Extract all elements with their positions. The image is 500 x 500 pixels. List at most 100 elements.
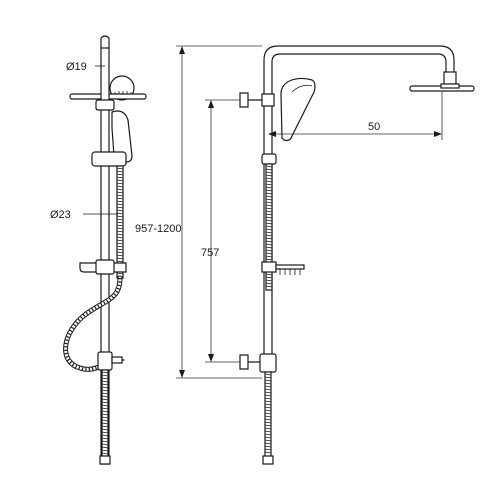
- hose-rib: [116, 179, 124, 182]
- hose-rib: [264, 412, 272, 415]
- side-diverter-knob: [111, 356, 123, 364]
- hose-rib: [265, 252, 273, 255]
- side-diverter-body: [97, 351, 113, 371]
- side-inlet-nut: [99, 455, 111, 465]
- hose-rib: [116, 185, 124, 188]
- hose-rib: [116, 215, 124, 218]
- hose-rib: [101, 449, 109, 452]
- hose-rib: [265, 174, 273, 177]
- hose-rib: [116, 206, 124, 209]
- hose-rib: [116, 212, 124, 215]
- hose-rib: [101, 437, 109, 440]
- hose-rib: [265, 228, 273, 231]
- hose-rib: [116, 209, 124, 212]
- hose-rib: [101, 434, 109, 437]
- hose-rib: [265, 213, 273, 216]
- front-arm-inner: [271, 53, 447, 357]
- hose-rib: [265, 204, 273, 207]
- front-handshower: [280, 77, 316, 142]
- label-total-height: 957-1200: [135, 223, 182, 235]
- hose-rib: [265, 225, 273, 228]
- hose-rib: [264, 409, 272, 412]
- hose-rib: [116, 233, 124, 236]
- hose-rib: [101, 380, 109, 383]
- hose-rib: [265, 165, 273, 168]
- hose-rib: [265, 195, 273, 198]
- hose-rib: [265, 255, 273, 258]
- front-arm-outer: [263, 45, 455, 357]
- side-view: Ø19 Ø23: [50, 35, 147, 465]
- hose-rib: [116, 200, 124, 203]
- hose-rib: [116, 173, 124, 176]
- hose-rib: [264, 430, 272, 433]
- hose-rib: [265, 183, 273, 186]
- front-hose-upper-ribs: [265, 165, 273, 288]
- hose-rib: [116, 242, 124, 245]
- hose-rib: [265, 285, 273, 288]
- hose-rib: [116, 227, 124, 230]
- hose-rib: [101, 395, 109, 398]
- hose-rib: [264, 397, 272, 400]
- dim-offset-arrow-left: [268, 131, 276, 137]
- front-head-connector: [443, 71, 457, 85]
- hose-rib: [265, 246, 273, 249]
- hose-rib: [101, 443, 109, 446]
- hose-rib: [265, 207, 273, 210]
- hose-rib: [265, 243, 273, 246]
- hose-rib: [101, 404, 109, 407]
- dim-valve-arrow-top: [208, 100, 214, 108]
- hose-rib: [264, 385, 272, 388]
- hose-rib: [101, 419, 109, 422]
- hose-rib: [116, 182, 124, 185]
- front-view: [239, 45, 475, 465]
- hose-rib: [265, 240, 273, 243]
- hose-rib: [264, 382, 272, 385]
- hose-rib: [101, 374, 109, 377]
- dim-total-arrow-bottom: [179, 370, 185, 378]
- hose-rib: [265, 237, 273, 240]
- hose-rib: [264, 445, 272, 448]
- hose-rib: [101, 440, 109, 443]
- front-inlet-hose-ribs: [264, 373, 272, 454]
- hose-rib: [264, 379, 272, 382]
- hose-rib: [101, 422, 109, 425]
- hose-rib: [265, 210, 273, 213]
- hose-rib: [116, 248, 124, 251]
- side-riser-top: [100, 35, 110, 49]
- dim-offset-arrow-right: [434, 131, 442, 137]
- hose-rib: [116, 197, 124, 200]
- hose-rib: [116, 203, 124, 206]
- hose-rib: [264, 448, 272, 451]
- hose-rib: [116, 224, 124, 227]
- side-hose-loop-inner: [64, 276, 122, 371]
- hose-rib: [101, 389, 109, 392]
- side-inlet-hose-ribs: [101, 371, 109, 455]
- hose-rib: [265, 171, 273, 174]
- hose-rib: [264, 373, 272, 376]
- hose-rib: [265, 201, 273, 204]
- front-lower-knob: [239, 354, 249, 370]
- hose-rib: [265, 249, 273, 252]
- hose-rib: [264, 400, 272, 403]
- hose-rib: [265, 222, 273, 225]
- hose-rib: [265, 258, 273, 261]
- hose-rib: [265, 234, 273, 237]
- hose-rib: [264, 406, 272, 409]
- hose-rib: [264, 418, 272, 421]
- hose-rib: [265, 282, 273, 285]
- dim-valve-arrow-bottom: [208, 354, 214, 362]
- hose-rib: [264, 427, 272, 430]
- hose-rib: [264, 442, 272, 445]
- front-diverter: [259, 353, 277, 373]
- hose-rib: [265, 231, 273, 234]
- front-soap-dish: [275, 264, 305, 270]
- side-hose-upper-ribs: [116, 167, 124, 278]
- hose-rib: [265, 273, 273, 276]
- hose-rib: [101, 452, 109, 455]
- hose-rib: [116, 260, 124, 263]
- label-diameter-23: Ø23: [50, 209, 71, 221]
- front-upper-clamp: [261, 93, 275, 107]
- hose-rib: [101, 413, 109, 416]
- hose-rib: [265, 192, 273, 195]
- hose-rib: [116, 236, 124, 239]
